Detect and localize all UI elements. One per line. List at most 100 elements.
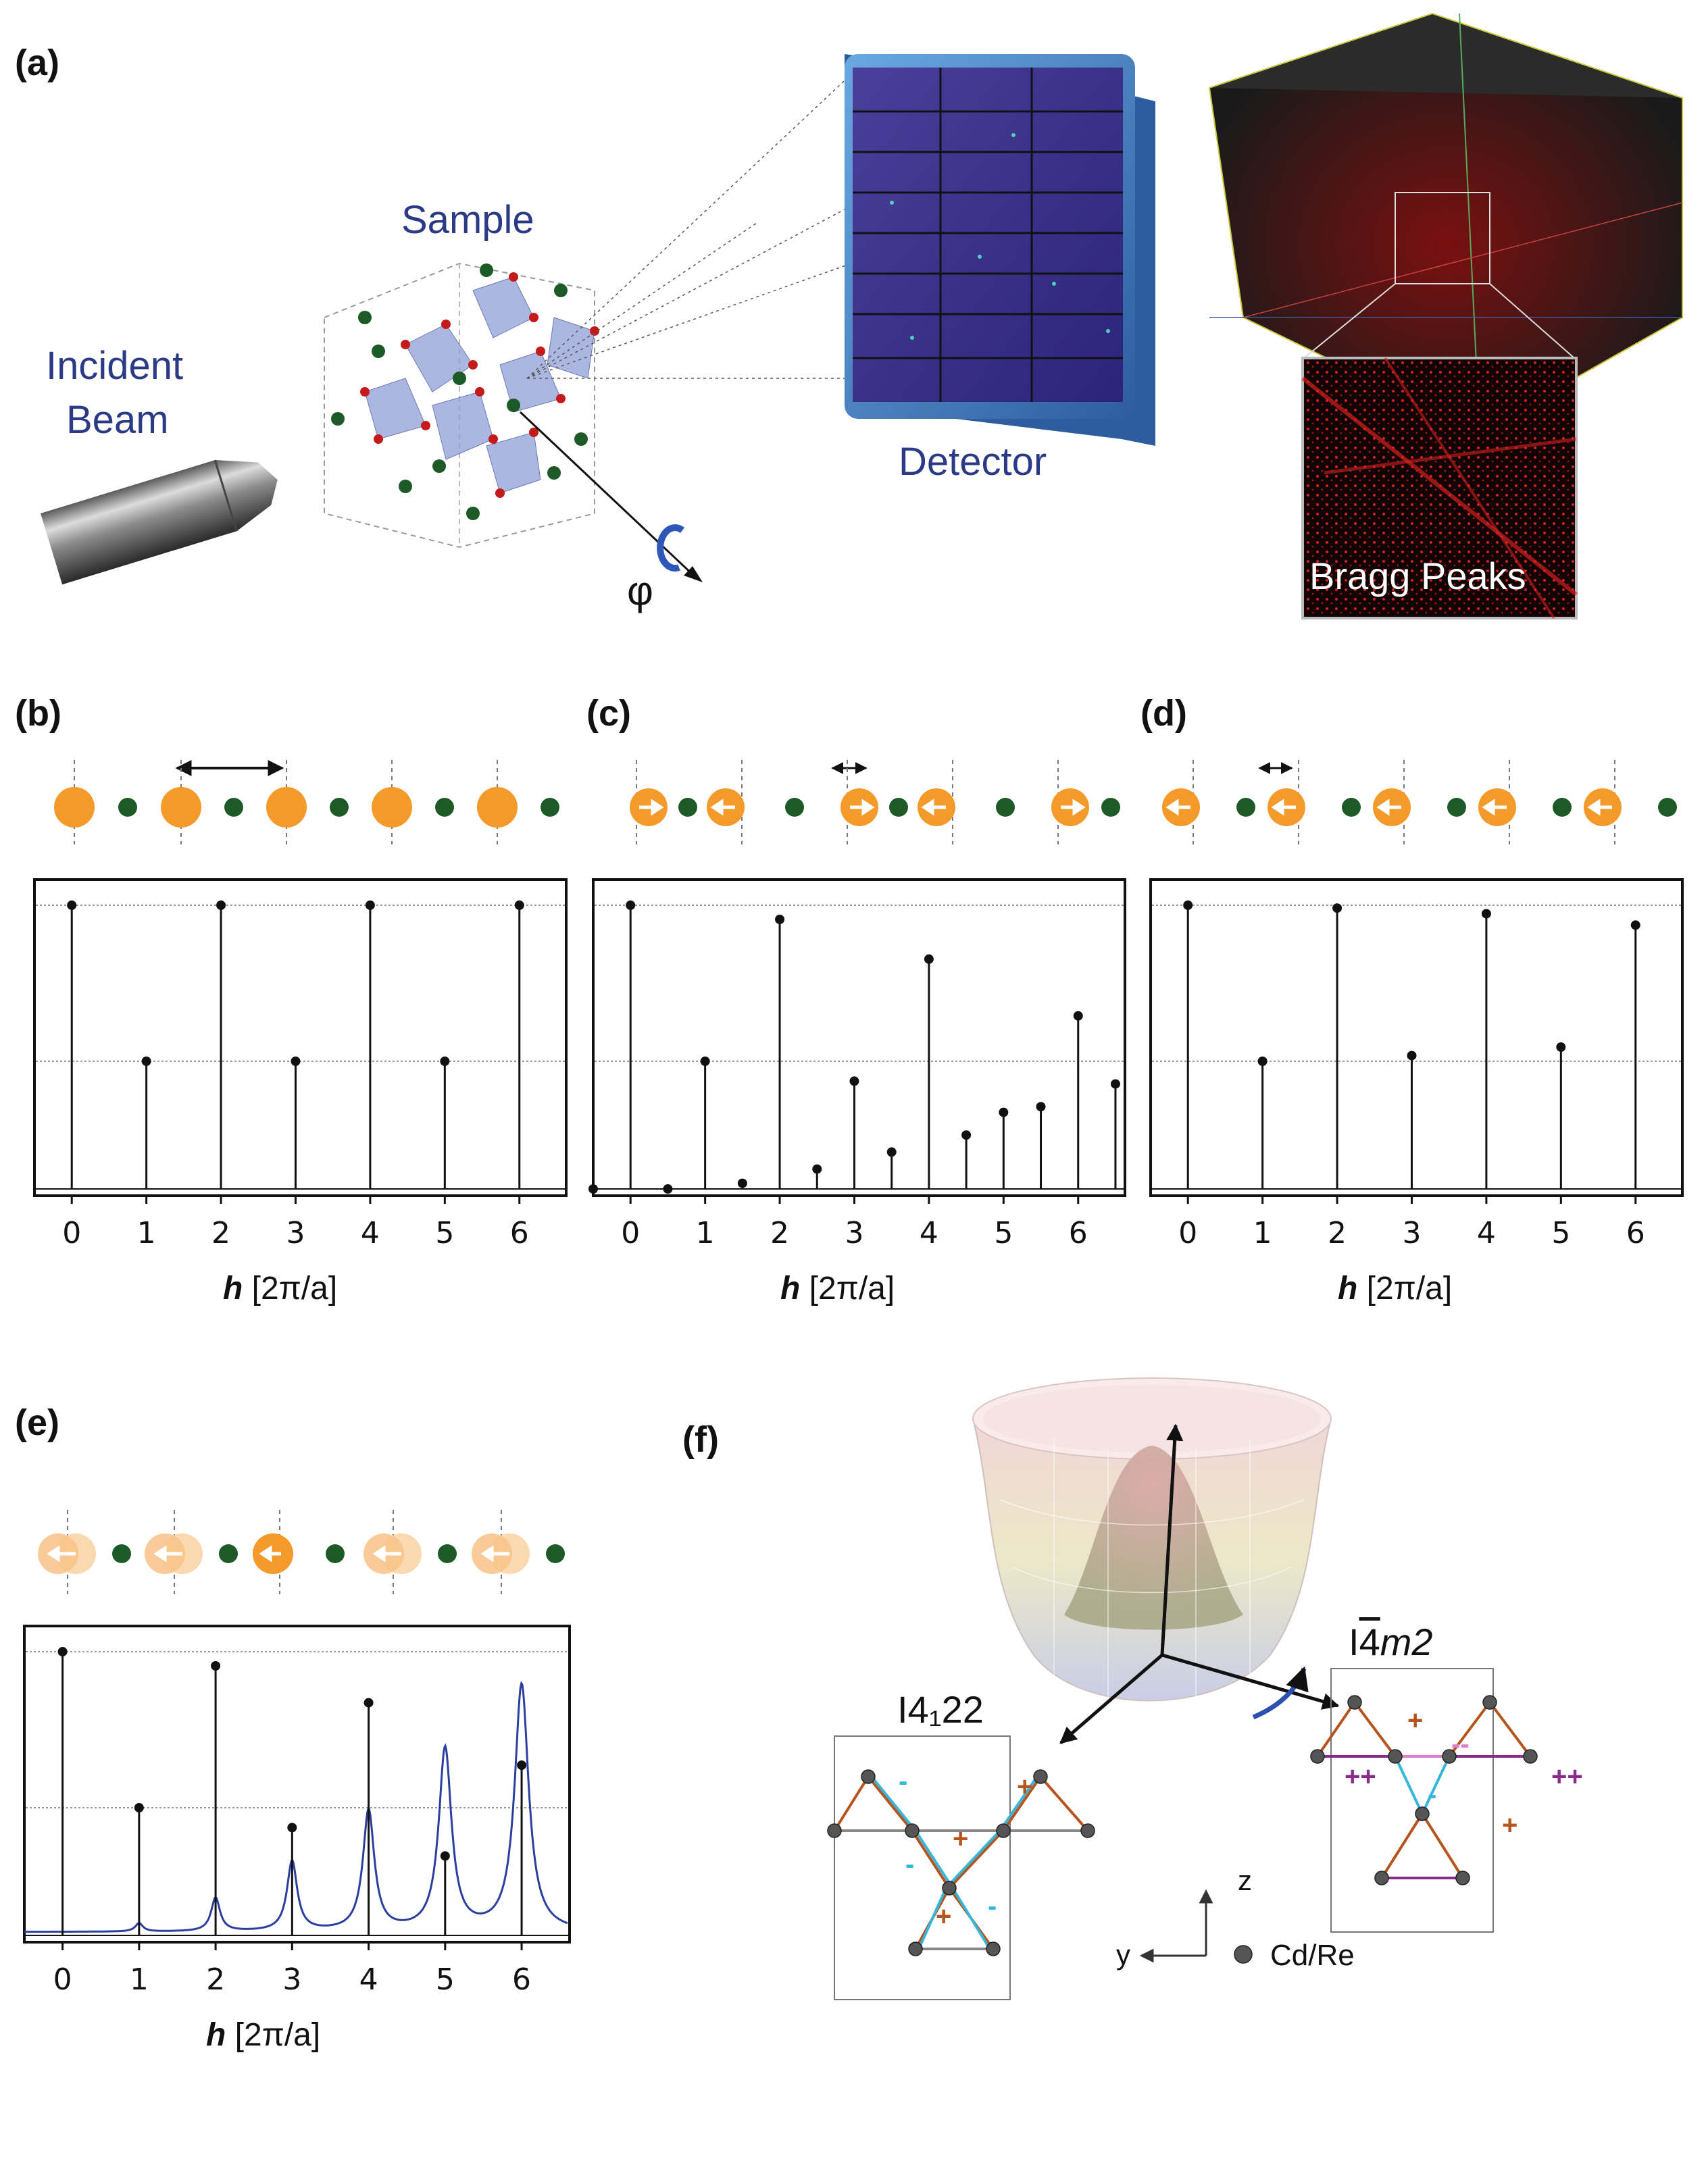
incident-beam-label-1: Incident (46, 344, 184, 388)
data-point (363, 1698, 374, 1708)
data-point (1407, 1050, 1417, 1061)
data-point (440, 1057, 450, 1066)
cd-re-atom (1455, 1871, 1470, 1885)
panel-b-label: (b) (15, 693, 61, 734)
plot-frame (1149, 878, 1684, 1197)
green-atom (224, 798, 243, 817)
cd-re-atom (1442, 1749, 1457, 1764)
fit-curve (24, 1681, 568, 1933)
bragg-peaks-label: Bragg Peaks (1309, 555, 1526, 597)
rotation-axis (519, 411, 697, 579)
green-atom (118, 798, 137, 817)
green-atom (435, 798, 454, 817)
cd-re-atom (905, 1823, 920, 1838)
cd-re-legend-atom (1234, 1945, 1253, 1964)
x-tick-label: 1 (130, 1962, 149, 1997)
orange-atom (477, 787, 518, 828)
chart-e-xlabel: h [2π/a] (206, 2016, 320, 2054)
data-point (886, 1147, 897, 1157)
green-atom (1553, 798, 1572, 817)
data-point (1183, 900, 1193, 910)
x-tick-label: 1 (1253, 1216, 1272, 1250)
data-point (1110, 1079, 1120, 1089)
green-atom (1342, 798, 1361, 817)
green-atom (1658, 798, 1677, 817)
xlabel-variable: h (223, 1271, 243, 1306)
xlabel-unit: [2π/a] (234, 2017, 321, 2053)
degeneracy-arrow (1252, 1666, 1309, 1720)
xlabel-unit: [2π/a] (1366, 1271, 1453, 1306)
data-point (67, 900, 77, 910)
chain-d (1162, 760, 1677, 844)
panel-f-label: (f) (682, 1419, 719, 1460)
sample-label: Sample (401, 198, 534, 242)
x-tick-label: 6 (1626, 1216, 1645, 1250)
data-point (1036, 1102, 1046, 1112)
cd-re-atom (1388, 1749, 1403, 1764)
green-atom (219, 1544, 238, 1563)
order-param-axis-right (1161, 1653, 1340, 1710)
sign-plus: + (1407, 1706, 1424, 1735)
green-atom (326, 1544, 345, 1563)
octahedron (547, 317, 595, 379)
data-point (924, 954, 934, 964)
data-point (211, 1661, 221, 1671)
octahedron (364, 378, 426, 440)
x-tick-label: 2 (206, 1962, 225, 1997)
sign-plus: + (936, 1902, 952, 1931)
scattered-rays (526, 74, 852, 379)
sample-crystal (324, 262, 599, 549)
octahedron (486, 432, 541, 494)
cd-re-atom (827, 1823, 842, 1838)
x-tick-label: 0 (1178, 1216, 1197, 1250)
cd-re-atom (942, 1881, 957, 1896)
energy-landscape (827, 1377, 1538, 2000)
green-atom (1236, 798, 1255, 817)
cd-re-atom (996, 1823, 1011, 1838)
data-point (517, 1760, 527, 1770)
green-atom (996, 798, 1015, 817)
x-tick-label: 6 (512, 1962, 531, 1997)
xlabel-unit: [2π/a] (251, 1271, 338, 1306)
incident-beam-label-2: Beam (66, 398, 169, 442)
structure-i-4m2 (1310, 1668, 1538, 1933)
sign-double-minus: -- (1451, 1729, 1470, 1759)
data-point (626, 900, 636, 910)
plot-frame (33, 878, 568, 1197)
x-tick-label: 3 (845, 1216, 863, 1250)
cd-re-atom (1033, 1769, 1048, 1784)
data-point (514, 900, 524, 910)
x-tick-label: 4 (1477, 1216, 1496, 1250)
sign-plus: + (953, 1824, 969, 1854)
axis-y-label: y (1116, 1939, 1130, 1971)
cd-re-atom (1310, 1749, 1325, 1764)
order-param-axis-left (1059, 1654, 1163, 1744)
cd-re-atom (908, 1941, 923, 1956)
data-point (775, 915, 785, 924)
data-point (663, 1184, 673, 1194)
data-point (291, 1057, 301, 1066)
chart-b-xlabel: h [2π/a] (223, 1270, 337, 1307)
x-tick-label: 0 (621, 1216, 640, 1250)
panel-a-illustration (41, 12, 1683, 619)
cd-re-atom (986, 1941, 1001, 1956)
rotation-phi-label: φ (627, 568, 653, 613)
sign-double-plus: ++ (1551, 1762, 1583, 1792)
sign-double-plus: ++ (1345, 1762, 1376, 1792)
data-point (999, 1107, 1009, 1117)
data-point (700, 1057, 710, 1066)
rotation-axis-arrowhead (684, 566, 703, 582)
panel-e-label: (e) (15, 1402, 59, 1443)
x-tick-label: 4 (359, 1962, 378, 1997)
green-atom (785, 798, 804, 817)
space-group-prefix: I (1349, 1621, 1359, 1663)
chain-c (630, 760, 1120, 844)
data-point (961, 1130, 972, 1140)
data-point (141, 1057, 151, 1066)
sign-plus: + (1502, 1810, 1518, 1840)
orange-atom (161, 787, 201, 828)
chain-b (54, 760, 559, 844)
data-point (1332, 903, 1343, 913)
